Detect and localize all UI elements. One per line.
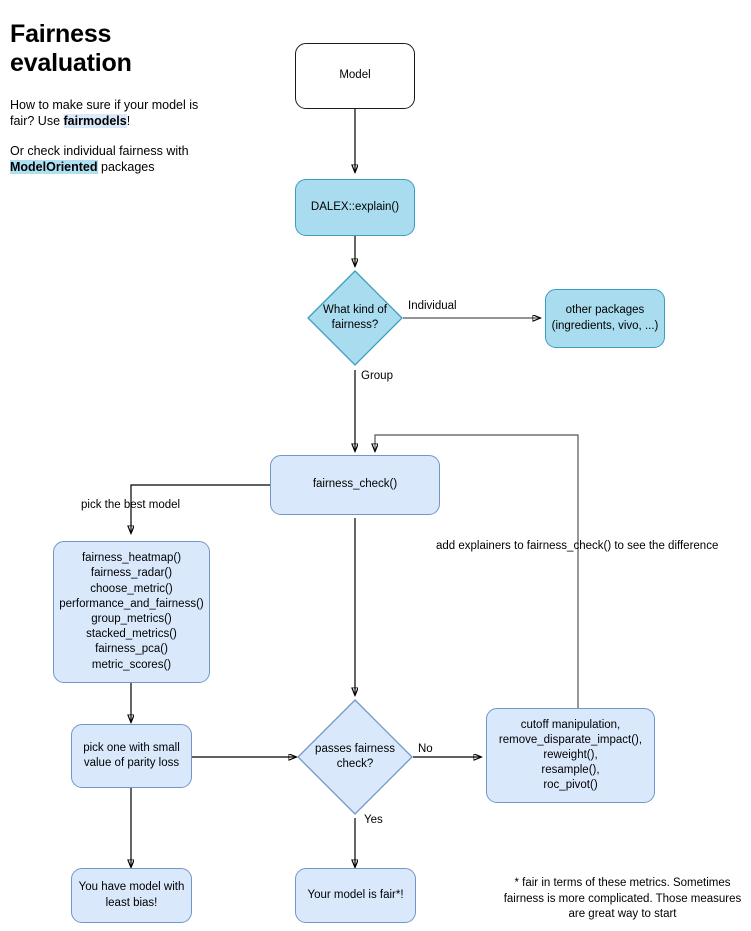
node-model-is-fair[interactable]: Your model is fair*! (295, 868, 416, 923)
footnote-text: * fair in terms of these metrics. Someti… (503, 877, 742, 921)
edge-label-no: No (418, 743, 433, 755)
node-model[interactable]: Model (295, 43, 415, 109)
node-passes-fairness-check[interactable]: passes fairness check? (297, 699, 413, 815)
node-what-kind-of-fairness[interactable]: What kind of fairness? (307, 270, 403, 366)
edge-label-group: Group (361, 370, 393, 382)
fairmodels-highlight: fairmodels (63, 113, 127, 128)
intro-paragraph-1: How to make sure if your model is fair? … (10, 97, 210, 129)
node-mitigation-methods[interactable]: cutoff manipulation, remove_disparate_im… (486, 708, 655, 803)
node-fairness-check[interactable]: fairness_check() (270, 455, 440, 515)
node-dalex-explain[interactable]: DALEX::explain() (295, 179, 415, 236)
edge-label-add-explainers: add explainers to fairness_check() to se… (436, 540, 719, 552)
page-title: Fairness evaluation (10, 20, 132, 78)
intro-text-block: Fairness evaluation How to make sure if … (10, 20, 210, 189)
intro-p2-pre: Or check individual fairness with (10, 143, 189, 158)
modeloriented-highlight: ModelOriented (10, 159, 98, 174)
node-pick-one-small-parity-loss[interactable]: pick one with small value of parity loss (71, 724, 192, 788)
node-least-bias[interactable]: You have model with least bias! (71, 868, 192, 923)
edge-label-yes: Yes (364, 814, 383, 826)
node-function-list[interactable]: fairness_heatmap() fairness_radar() choo… (53, 541, 210, 683)
edge-label-pick-the-best-model: pick the best model (81, 499, 181, 511)
intro-p1-pre: How to make sure if your model is fair? … (10, 97, 199, 128)
node-other-packages[interactable]: other packages (ingredients, vivo, ...) (545, 289, 665, 348)
intro-p1-post: ! (126, 113, 131, 128)
edge-label-individual: Individual (408, 300, 457, 312)
intro-p2-post: packages (97, 159, 155, 174)
intro-paragraph-2: Or check individual fairness with ModelO… (10, 143, 210, 175)
